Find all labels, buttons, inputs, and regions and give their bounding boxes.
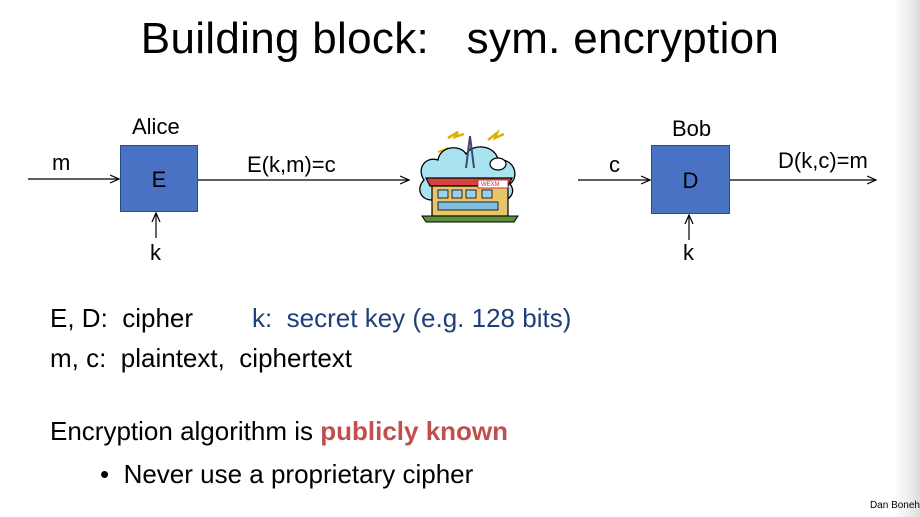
ciphertext-label: E(k,m)=c: [247, 152, 336, 177]
decrypt-box: D: [651, 145, 730, 214]
diagram-arrows: WEXM: [28, 129, 920, 240]
ciphertext-input-label: c: [609, 152, 620, 177]
slide-title: Building block: sym. encryption: [140, 14, 780, 63]
key-definition: k: secret key (e.g. 128 bits): [252, 303, 572, 333]
bullet-text: Never use a proprietary cipher: [123, 459, 474, 489]
right-key-label: k: [683, 240, 694, 265]
bob-label: Bob: [672, 116, 712, 141]
slide-edge-shadow: [894, 0, 920, 517]
cipher-definition: E, D: cipher: [50, 303, 194, 333]
building-sign-text: WEXM: [481, 182, 500, 188]
encryption-diagram: WEXM Alice Bob m E k E(k,m)=c c D k D(k,…: [0, 100, 920, 280]
message-definition: m, c: plaintext, ciphertext: [50, 343, 353, 373]
plaintext-input-label: m: [52, 150, 71, 175]
server-building-icon: [419, 129, 519, 223]
bullet-dot: •: [100, 459, 124, 489]
encrypt-box: E: [120, 145, 198, 212]
decrypt-box-label: D: [682, 168, 699, 193]
bullet-list-item: • Never use a proprietary cipher: [100, 459, 473, 490]
decryption-output-label: D(k,c)=m: [778, 148, 868, 173]
alice-label: Alice: [132, 114, 180, 139]
encryption-statement: Encryption algorithm is publicly known: [50, 416, 508, 447]
statement-highlight: publicly known: [320, 416, 509, 446]
slide-footer: Dan Boneh: [869, 500, 920, 511]
left-key-label: k: [150, 240, 161, 265]
statement-prefix: Encryption algorithm is: [50, 416, 321, 446]
encrypt-box-label: E: [151, 167, 167, 192]
